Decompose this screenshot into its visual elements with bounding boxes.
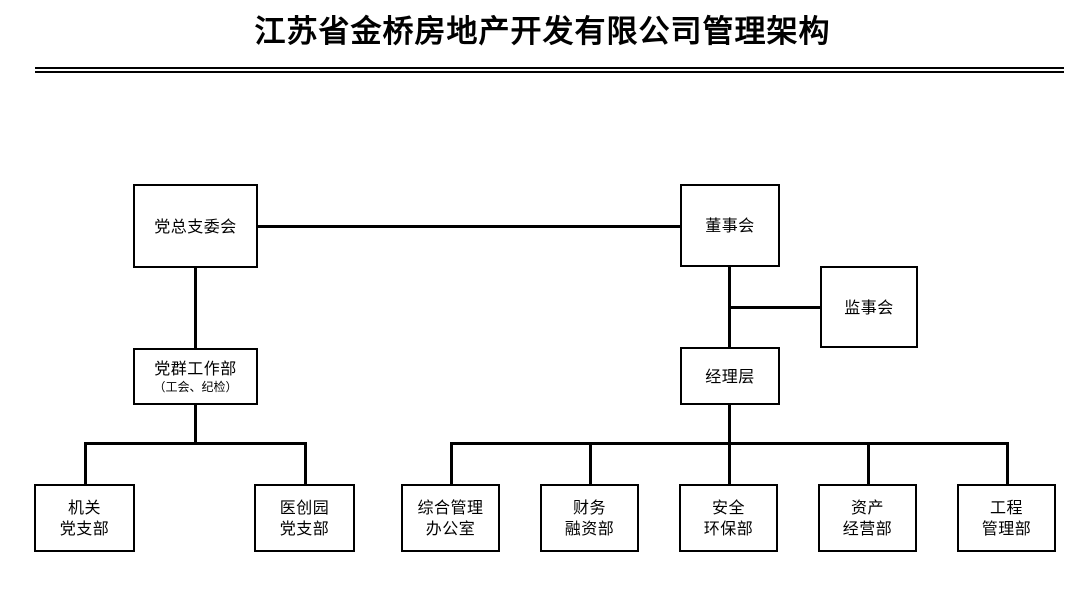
- connector-drop-yichuangyuan-branch: [304, 442, 307, 485]
- node-yichuangyuan-branch[interactable]: 医创园 党支部: [254, 484, 355, 552]
- connector-drop-safety-dept: [728, 442, 731, 485]
- node-management[interactable]: 经理层: [680, 347, 780, 405]
- node-yichuangyuan-branch-label-line1: 医创园: [279, 498, 330, 517]
- node-general-office-label-line1: 综合管理: [417, 498, 484, 517]
- node-supervisors-label: 监事会: [844, 297, 894, 317]
- node-party-work-dept-sublabel: （工会、纪检）: [153, 379, 238, 394]
- title-divider-line-lower: [35, 71, 1064, 73]
- page-title: 江苏省金桥房地产开发有限公司管理架构: [254, 14, 831, 50]
- node-general-office-label-line2: 办公室: [425, 519, 476, 538]
- node-safety-dept-label-line2: 环保部: [703, 519, 754, 538]
- node-finance-dept-label-line2: 融资部: [564, 519, 615, 538]
- node-asset-dept-label-line2: 经营部: [842, 519, 893, 538]
- connector-management-drop: [728, 403, 731, 445]
- node-yichuangyuan-branch-label-line2: 党支部: [279, 519, 330, 538]
- node-asset-dept[interactable]: 资产 经营部: [818, 484, 917, 552]
- title-divider: [35, 67, 1064, 73]
- connector-drop-general-office: [450, 442, 453, 485]
- node-finance-dept-label-line1: 财务: [572, 498, 606, 517]
- node-party-committee[interactable]: 党总支委会: [133, 184, 258, 268]
- node-asset-dept-label-line1: 资产: [850, 498, 884, 517]
- node-jiguan-branch[interactable]: 机关 党支部: [34, 484, 135, 552]
- connector-drop-jiguan-branch: [84, 442, 87, 485]
- node-jiguan-branch-label-line1: 机关: [67, 498, 101, 517]
- node-jiguan-branch-label-line2: 党支部: [59, 519, 110, 538]
- node-board[interactable]: 董事会: [680, 184, 780, 267]
- node-supervisors[interactable]: 监事会: [820, 266, 918, 348]
- node-engineering-dept-label-line2: 管理部: [981, 519, 1032, 538]
- node-general-office[interactable]: 综合管理 办公室: [401, 484, 500, 552]
- connector-party-branch-bus: [84, 442, 307, 445]
- node-safety-dept[interactable]: 安全 环保部: [679, 484, 778, 552]
- connector-board-to-supervisors: [728, 306, 822, 309]
- node-board-label: 董事会: [705, 216, 755, 235]
- node-safety-dept-label-line1: 安全: [711, 498, 745, 517]
- node-finance-dept[interactable]: 财务 融资部: [540, 484, 639, 552]
- connector-party-committee-to-party-work-dept: [194, 266, 197, 350]
- node-party-work-dept[interactable]: 党群工作部 （工会、纪检）: [133, 348, 258, 405]
- title-divider-line-upper: [35, 67, 1064, 69]
- node-management-label: 经理层: [705, 366, 755, 386]
- connector-drop-asset-dept: [867, 442, 870, 485]
- node-party-committee-label: 党总支委会: [154, 216, 237, 236]
- connector-drop-finance-dept: [589, 442, 592, 485]
- node-party-work-dept-label: 党群工作部: [154, 358, 237, 378]
- connector-party-committee-to-board: [256, 225, 682, 228]
- node-engineering-dept[interactable]: 工程 管理部: [957, 484, 1056, 552]
- connector-party-work-dept-drop: [194, 403, 197, 445]
- connector-drop-engineering-dept: [1006, 442, 1009, 485]
- node-engineering-dept-label-line1: 工程: [989, 498, 1023, 517]
